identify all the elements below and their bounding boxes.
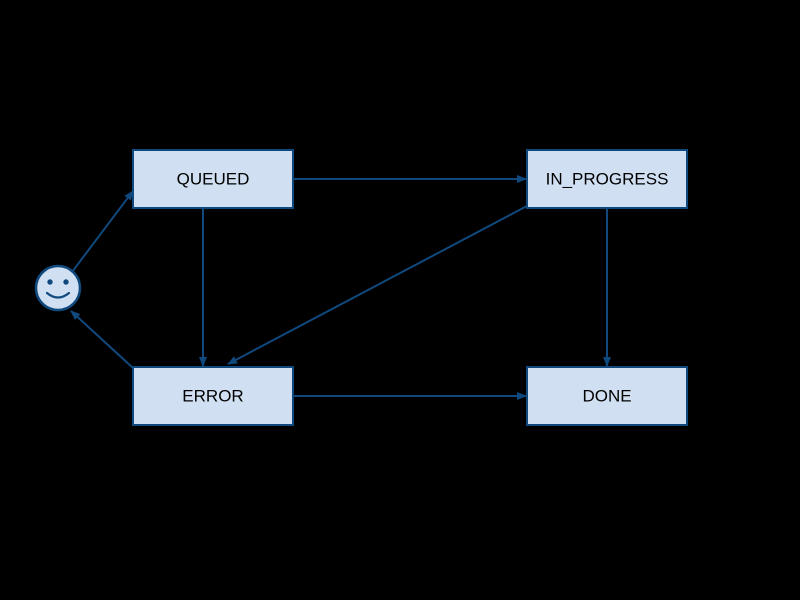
node-in-progress-label: IN_PROGRESS xyxy=(546,169,669,188)
smiley-right-eye-icon xyxy=(63,279,69,285)
node-in-progress[interactable]: IN_PROGRESS xyxy=(526,149,688,209)
smiley-face-icon xyxy=(34,264,82,312)
node-error-box xyxy=(132,366,294,426)
node-done-label: DONE xyxy=(582,386,631,405)
edge-start-to-queued xyxy=(71,190,134,273)
node-error-label: ERROR xyxy=(182,386,243,405)
edge-inprogress-to-error xyxy=(227,205,528,365)
edge-error-to-start xyxy=(70,310,134,369)
node-done[interactable]: DONE xyxy=(526,366,688,426)
node-done-box xyxy=(526,366,688,426)
node-queued[interactable]: QUEUED xyxy=(132,149,294,209)
smiley-mouth-icon xyxy=(45,291,71,299)
node-error[interactable]: ERROR xyxy=(132,366,294,426)
node-queued-label: QUEUED xyxy=(177,169,250,188)
smiley-left-eye-icon xyxy=(47,279,53,285)
node-queued-box xyxy=(132,149,294,209)
start-state[interactable] xyxy=(34,264,82,312)
node-in-progress-box xyxy=(526,149,688,209)
